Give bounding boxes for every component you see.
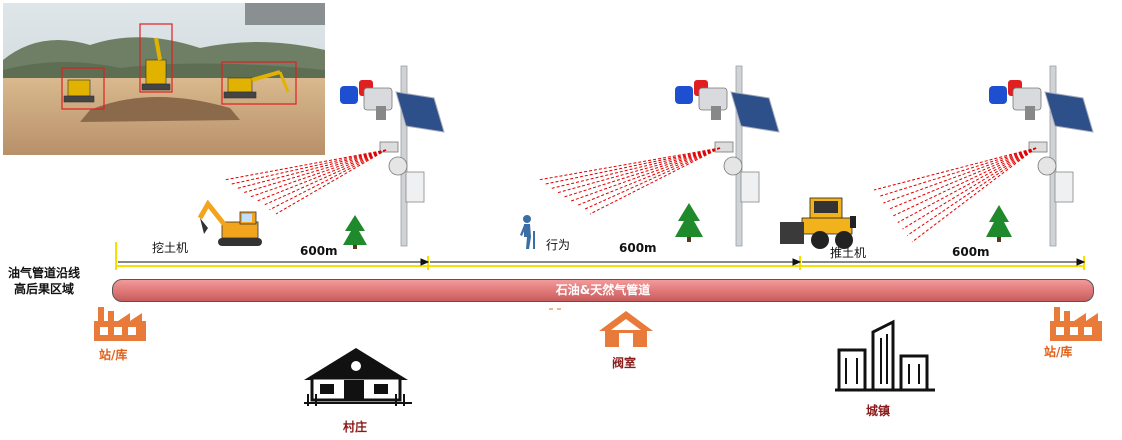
- solar-panel-icon: [1044, 91, 1094, 133]
- distance-label-3: 600m: [952, 245, 990, 259]
- junction-box-icon: [405, 171, 425, 203]
- place-label-valve-house: 阀室: [612, 356, 637, 370]
- place-label-town: 城镇: [866, 404, 891, 418]
- solar-panel-icon: [730, 91, 780, 133]
- camera-scan-rays: [873, 147, 1037, 243]
- box-camera-icon: [698, 87, 728, 120]
- ptz-camera-icon: [714, 141, 743, 176]
- solar-panel-icon: [395, 91, 445, 133]
- monitoring-pole: [989, 65, 1094, 247]
- excavator-icon: [197, 199, 262, 246]
- threat-label-bulldozer: 推土机: [830, 246, 867, 260]
- pine-tree-icon: [986, 205, 1012, 242]
- ptz-camera-icon: [1028, 141, 1057, 176]
- station-label-right: 站/库: [1044, 345, 1073, 359]
- area-title-line-1: 油气管道沿线: [8, 266, 81, 280]
- pipeline-bar: 石油&天然气管道: [112, 279, 1094, 302]
- place-label-village: 村庄: [343, 420, 368, 434]
- threat-label-person: 行为: [546, 238, 571, 252]
- area-title-line-2: 高后果区域: [14, 282, 75, 296]
- station-label-left: 站/库: [99, 348, 128, 362]
- area-title: 油气管道沿线 高后果区域: [8, 265, 80, 297]
- pipeline-label: 石油&天然气管道: [555, 283, 651, 297]
- distance-arrows: [118, 258, 1086, 266]
- construction-site-photo: [3, 3, 325, 155]
- ptz-camera-icon: [379, 141, 408, 176]
- factory-icon: [1050, 307, 1102, 341]
- camera-scan-rays: [537, 147, 721, 215]
- junction-box-icon: [1054, 171, 1074, 203]
- walking-person-icon: [520, 215, 535, 249]
- factory-icon: [94, 307, 146, 341]
- distance-label-1: 600m: [300, 244, 338, 258]
- distance-measure-line: [115, 242, 1085, 270]
- monitoring-pole: [675, 65, 780, 247]
- bulldozer-icon: [780, 197, 856, 249]
- pine-tree-icon: [675, 203, 703, 242]
- pine-tree-icon: [343, 215, 367, 249]
- junction-box-icon: [740, 171, 760, 203]
- box-camera-icon: [1012, 87, 1042, 120]
- city-buildings-icon: [835, 319, 935, 392]
- monitoring-pole: [340, 65, 445, 247]
- valve-house-icon: [599, 311, 653, 347]
- box-camera-icon: [363, 87, 393, 120]
- distance-label-2: 600m: [619, 241, 657, 255]
- house-icon: [304, 348, 412, 406]
- camera-scan-rays: [223, 149, 387, 215]
- threat-label-excavator: 挖土机: [152, 241, 189, 255]
